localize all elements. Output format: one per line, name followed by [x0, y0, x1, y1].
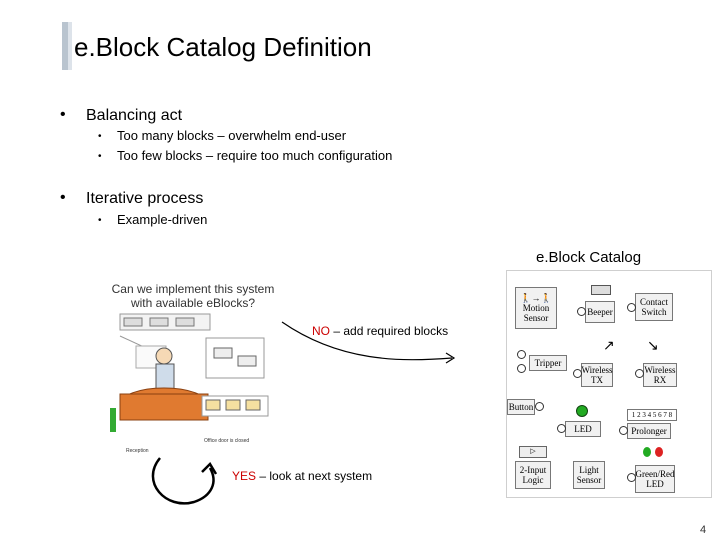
- beeper-icon: [591, 285, 611, 295]
- sketch-label-reception: Reception: [126, 448, 149, 454]
- yes-label: YES – look at next system: [232, 469, 372, 483]
- yes-keyword: YES: [232, 469, 257, 483]
- prolonger-dial: 1 2 3 4 5 6 7 8: [627, 409, 677, 421]
- wireless-tx-label: Wireless TX: [581, 365, 613, 385]
- no-rest: – add required blocks: [330, 324, 449, 338]
- bullet-glyph: •: [60, 106, 66, 123]
- green-red-led-label: Green/Red LED: [635, 469, 675, 489]
- prolonger-label: Prolonger: [631, 426, 667, 436]
- motion-sensor-icon: 🚶→🚶: [520, 293, 552, 303]
- block-light-sensor: Light Sensor: [573, 461, 605, 489]
- logic-gate-icon: ▷: [519, 446, 547, 458]
- sketch-green-strip: [110, 408, 116, 432]
- block-contact-switch: Contact Switch: [635, 293, 673, 321]
- bullet-iterative-process: Iterative process: [86, 190, 204, 207]
- antenna-icon: ↘: [647, 337, 659, 353]
- sub-bullet-glyph: •: [98, 151, 102, 162]
- green-led-icon: [643, 447, 651, 457]
- slide-title: e.Block Catalog Definition: [74, 32, 372, 62]
- no-arrow: [281, 321, 456, 364]
- system-sketch-illustration: Office door is closed Reception: [110, 313, 269, 454]
- block-green-red-led: Green/Red LED: [635, 465, 675, 493]
- sketch-label-office: Office door is closed: [204, 438, 249, 444]
- beeper-label: Beeper: [587, 307, 613, 317]
- page-number: 4: [700, 524, 707, 536]
- block-motion-sensor: 🚶→🚶 Motion Sensor: [515, 287, 557, 329]
- title-accent-bar: [62, 22, 68, 70]
- no-keyword: NO: [312, 324, 330, 338]
- block-beeper: Beeper: [585, 301, 615, 323]
- catalog-title: e.Block Catalog: [536, 249, 642, 266]
- question-text: Can we implement this system with availa…: [111, 282, 275, 310]
- no-label: NO – add required blocks: [312, 324, 448, 338]
- red-led-icon: [655, 447, 663, 457]
- green-led-icon: [576, 405, 588, 417]
- block-wireless-rx: Wireless RX: [643, 363, 677, 387]
- block-prolonger: Prolonger: [627, 423, 671, 439]
- two-input-logic-label: 2-Input Logic: [519, 465, 547, 485]
- antenna-icon: ↗: [603, 337, 615, 353]
- light-sensor-label: Light Sensor: [576, 465, 602, 485]
- button-label: Button: [508, 402, 534, 412]
- person-head-icon: [155, 347, 173, 365]
- block-wireless-tx: Wireless TX: [581, 363, 613, 387]
- yes-rest: – look at next system: [256, 469, 373, 483]
- sub-bullet-glyph: •: [98, 131, 102, 142]
- contact-switch-label: Contact Switch: [640, 297, 668, 317]
- wireless-rx-label: Wireless RX: [644, 365, 676, 385]
- catalog-panel: 🚶→🚶 Motion Sensor Beeper Contact Switch …: [506, 270, 712, 498]
- yes-loop-arrow: [151, 457, 218, 505]
- bullet-glyph: •: [60, 189, 66, 206]
- sub-bullet-too-many: Too many blocks – overwhelm end-user: [117, 128, 347, 143]
- sub-bullet-too-few: Too few blocks – require too much config…: [117, 148, 393, 163]
- block-tripper: Tripper: [529, 355, 567, 371]
- block-two-input-logic: 2-Input Logic: [515, 461, 551, 489]
- motion-sensor-label: Motion Sensor: [522, 303, 550, 323]
- prolonger-digits: 1 2 3 4 5 6 7 8: [631, 411, 673, 419]
- sub-bullet-example-driven: Example-driven: [117, 212, 208, 227]
- tripper-label: Tripper: [534, 358, 562, 368]
- led-label: LED: [574, 424, 592, 434]
- bullet-balancing-act: Balancing act: [86, 107, 183, 124]
- title-accent-bar-light: [68, 22, 72, 70]
- block-led: LED: [565, 421, 601, 437]
- sub-bullet-glyph: •: [98, 215, 102, 226]
- block-button: Button: [507, 399, 535, 415]
